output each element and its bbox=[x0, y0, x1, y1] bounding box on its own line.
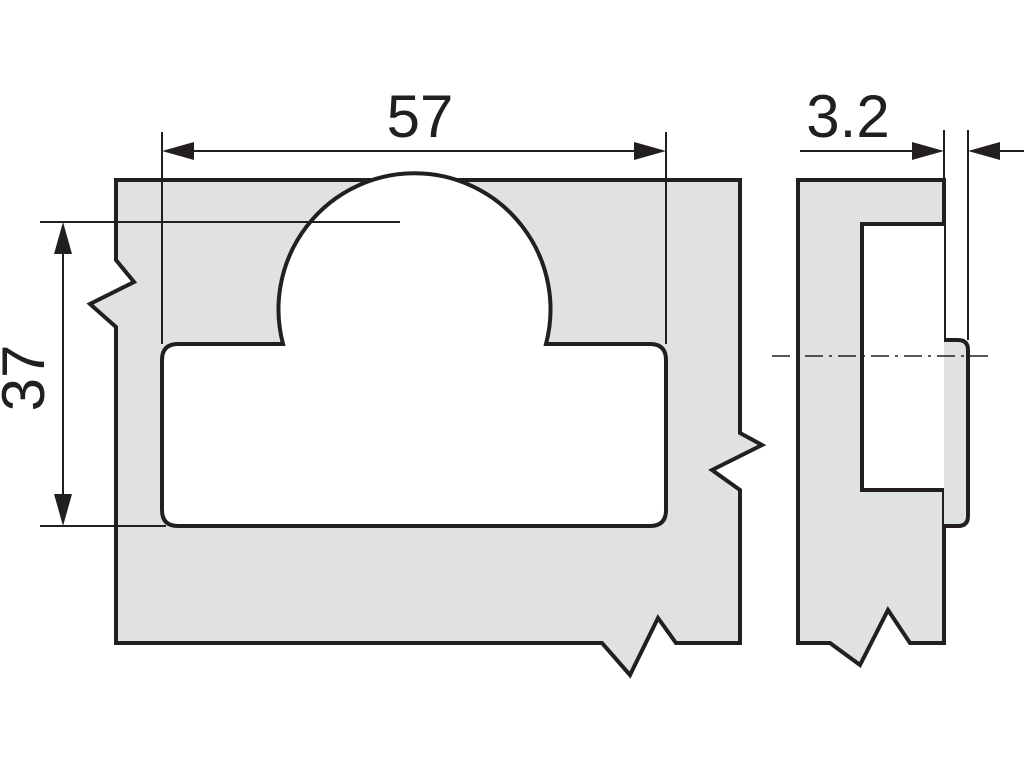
depth-arrow-left bbox=[912, 142, 944, 160]
front-view-cup-and-recess-cutout bbox=[160, 171, 668, 528]
dimension-width: 57 bbox=[161, 83, 667, 344]
height-dimension-label: 37 bbox=[0, 345, 57, 412]
height-arrow-bottom bbox=[54, 494, 72, 526]
dimension-depth: 3.2 bbox=[800, 83, 1024, 340]
depth-arrow-right bbox=[968, 142, 1000, 160]
depth-dimension-label: 3.2 bbox=[806, 83, 889, 150]
side-view-cup-cavity bbox=[860, 222, 944, 492]
width-arrow-right bbox=[634, 142, 666, 160]
height-arrow-top bbox=[54, 222, 72, 254]
width-dimension-label: 57 bbox=[387, 83, 454, 150]
width-arrow-left bbox=[162, 142, 194, 160]
side-view-protruding-boss bbox=[944, 338, 970, 528]
dimension-height: 37 bbox=[0, 221, 400, 527]
